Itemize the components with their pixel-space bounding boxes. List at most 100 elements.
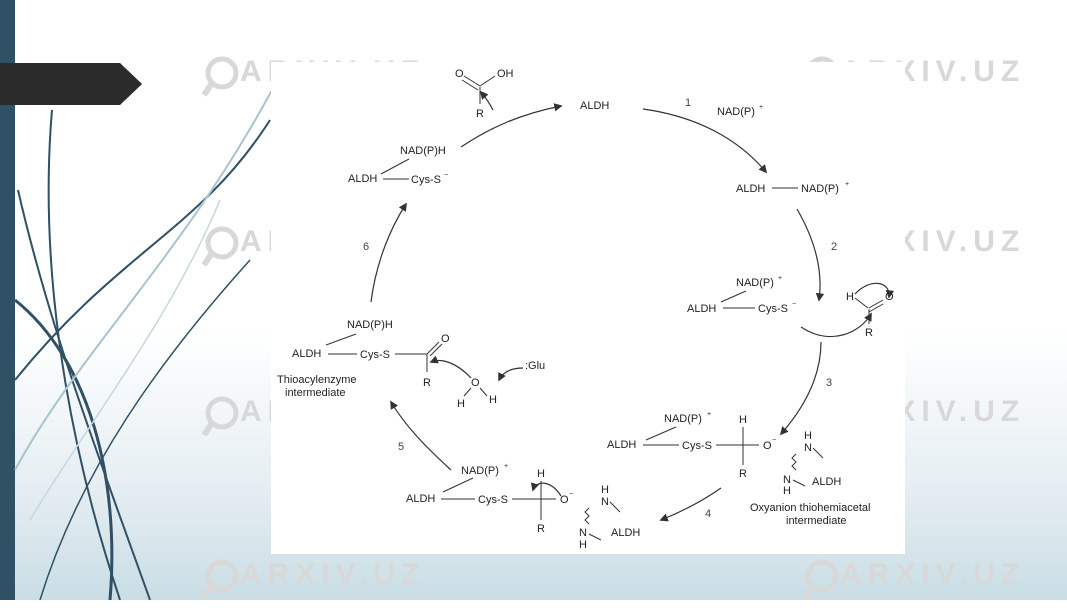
bond-line — [588, 533, 602, 541]
atom-label: R — [865, 327, 873, 339]
charge-label: − — [792, 301, 796, 308]
magnifier-icon — [201, 226, 239, 267]
aldh-label: ALDH — [687, 303, 716, 315]
aldh-label: ALDH — [348, 173, 377, 185]
product-release-arrow — [479, 90, 494, 111]
magnifier-icon — [201, 56, 239, 97]
decorative-curves — [14, 89, 273, 600]
water-attack-arrow — [429, 355, 472, 379]
step-label-4: 4 — [705, 508, 711, 520]
atom-label: N — [601, 496, 609, 508]
atom-label: O — [441, 333, 450, 345]
bond-line — [868, 299, 884, 309]
aldh-label: ALDH — [406, 493, 435, 505]
charge-label: − — [444, 172, 448, 179]
left-accent-bar — [0, 0, 15, 600]
cys-label: Cys-S — [758, 303, 788, 315]
bond-line — [325, 333, 357, 346]
watermark: ARXIV.UZ — [200, 548, 419, 608]
aldh-label: ALDH — [292, 348, 321, 360]
nad-label: NAD(P)H — [400, 145, 446, 157]
bond-line — [463, 387, 472, 397]
bond-line — [645, 426, 677, 441]
atom-label: O — [560, 494, 569, 506]
nad-label: NAD(P) — [801, 183, 839, 195]
watermark: ARXIV.UZ — [800, 548, 1019, 608]
atom-label: H — [739, 414, 747, 426]
nad-label: NAD(P) — [717, 106, 755, 118]
atom-label: H — [489, 394, 497, 406]
wavy-bond — [791, 453, 797, 471]
atom-label: H — [783, 485, 791, 497]
step-label-2: 2 — [831, 241, 837, 253]
atom-label: H — [579, 539, 587, 551]
step-label-5: 5 — [398, 441, 404, 453]
atom-label: O — [763, 440, 772, 452]
substrate-attack-arrow — [800, 312, 872, 338]
step-label-1: 1 — [685, 97, 691, 109]
magnifier-icon — [801, 559, 839, 600]
nad-label: NAD(P) — [461, 465, 499, 477]
nad-label: NAD(P) — [736, 277, 774, 289]
cycle-arrow-3 — [779, 341, 822, 436]
cycle-arrow-5 — [390, 400, 452, 471]
atom-label: O — [885, 291, 894, 303]
bond-line — [868, 303, 884, 313]
aldh-label: ALDH — [736, 183, 765, 195]
cycle-arrow-4 — [659, 487, 722, 522]
charge-label: + — [707, 411, 711, 418]
cycle-arrow-2 — [796, 208, 825, 302]
cycle-arrow-1 — [642, 108, 768, 174]
charge-label: + — [778, 275, 782, 282]
atom-label: N — [783, 474, 791, 486]
cycle-diagram: ALDH 1 2 3 4 5 6 NAD(P) + ALDH NAD(P) + … — [277, 68, 895, 551]
atom-label: N — [579, 527, 587, 539]
bond-line — [812, 447, 824, 459]
bond-line — [442, 477, 474, 493]
cys-label: Cys-S — [682, 440, 712, 452]
caption-line: intermediate — [786, 515, 847, 527]
charge-label: + — [504, 463, 508, 470]
atom-label: H — [457, 398, 465, 410]
atom-label: H — [846, 291, 854, 303]
oxyanion-arrow — [530, 482, 562, 497]
aldh-label: ALDH — [580, 100, 609, 112]
bond-line — [479, 75, 496, 87]
bond-line — [429, 343, 443, 357]
atom-label: R — [739, 468, 747, 480]
charge-label: − — [772, 437, 776, 444]
aldh-label: ALDH — [812, 476, 841, 488]
atom-label: R — [476, 108, 484, 120]
atom-label: OH — [497, 68, 514, 80]
atom-label: H — [804, 430, 812, 442]
step-label-3: 3 — [826, 377, 832, 389]
atom-label: O — [471, 377, 480, 389]
bond-line — [479, 387, 488, 397]
cycle-arrow-7 — [460, 103, 563, 148]
step-label-6: 6 — [363, 241, 369, 253]
carbonyl-arrow — [854, 282, 895, 299]
atom-label: H — [537, 468, 545, 480]
wavy-bond — [584, 507, 590, 525]
bond-line — [720, 290, 747, 303]
title-tab-shape — [0, 63, 142, 105]
magnifier-icon — [201, 559, 239, 600]
glu-label: :Glu — [525, 360, 545, 372]
atom-label: N — [804, 442, 812, 454]
charge-label: + — [845, 181, 849, 188]
atom-label: R — [537, 523, 545, 535]
bond-line — [461, 79, 479, 91]
bond-line — [854, 297, 869, 309]
magnifier-icon — [201, 396, 239, 437]
nad-label: NAD(P) — [664, 413, 702, 425]
bond-line — [380, 158, 410, 175]
caption-line: intermediate — [285, 387, 346, 399]
caption-line: Thioacylenzyme — [277, 374, 356, 386]
caption-line: Oxyanion thiohemiacetal — [750, 502, 870, 514]
glu-arrow — [498, 367, 524, 382]
charge-label: − — [569, 491, 573, 498]
atom-label: H — [601, 484, 609, 496]
cycle-arrow-6 — [370, 202, 407, 303]
cys-label: Cys-S — [411, 174, 441, 186]
bond-line — [609, 501, 621, 513]
